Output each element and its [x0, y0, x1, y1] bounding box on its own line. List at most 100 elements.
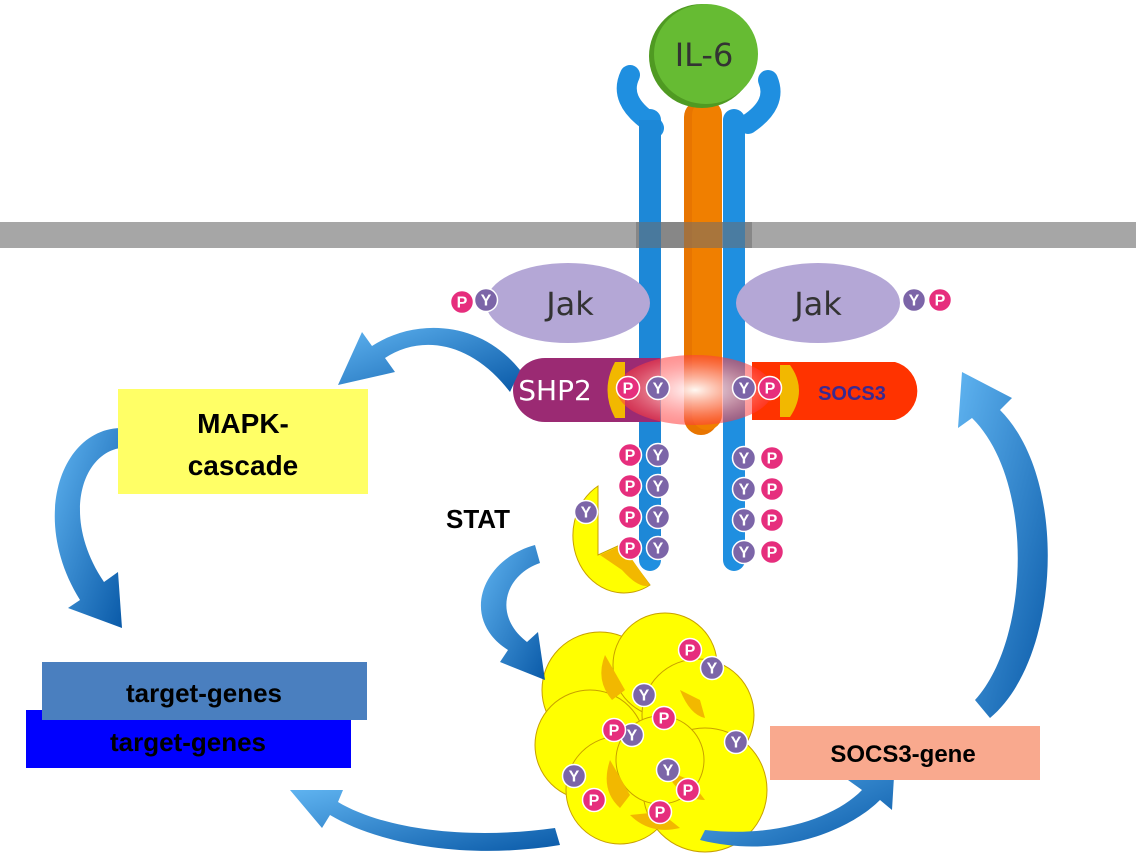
tyrosine-symbol: Y	[653, 479, 664, 496]
cell-membrane	[0, 222, 1136, 248]
tyrosine-symbol: Y	[653, 541, 664, 558]
phosphate-badge: P	[759, 507, 785, 533]
tyrosine-badge: Y	[645, 375, 671, 401]
tyrosine-symbol: Y	[739, 482, 750, 499]
tyrosine-symbol: Y	[739, 451, 750, 468]
tyrosine-symbol: Y	[581, 505, 592, 522]
tyrosine-symbol: Y	[663, 763, 674, 780]
tyrosine-symbol: Y	[739, 545, 750, 562]
tyrosine-badge: Y	[699, 655, 725, 681]
socs3-gene-box: SOCS3-gene	[770, 726, 1040, 780]
phosphate-badge: P	[617, 504, 643, 530]
arrow-stat-to-cluster	[480, 545, 545, 680]
phosphate-badge: P	[759, 476, 785, 502]
tyrosine-symbol: Y	[639, 688, 650, 705]
jak-right: Jak	[736, 263, 900, 343]
activation-glow	[617, 355, 773, 425]
phosphate-badge: P	[601, 717, 627, 743]
tyrosine-badge: Y	[473, 287, 499, 313]
phosphate-badge: P	[759, 539, 785, 565]
tyrosine-badge: Y	[645, 473, 671, 499]
arrow-socs3gene-to-socs3	[958, 372, 1048, 718]
stat-label: STAT	[446, 504, 510, 534]
tyrosine-badge: Y	[631, 682, 657, 708]
phosphate-symbol: P	[625, 510, 636, 527]
target-genes-upper-label: target-genes	[126, 678, 282, 708]
tyrosine-badge: Y	[731, 507, 757, 533]
il6-label: IL-6	[675, 36, 734, 74]
tyrosine-symbol: Y	[653, 448, 664, 465]
phosphate-symbol: P	[623, 381, 634, 398]
tyrosine-symbol: Y	[627, 728, 638, 745]
phosphate-badge: P	[449, 289, 475, 315]
mapk-label-line2: cascade	[188, 450, 299, 481]
phosphate-symbol: P	[589, 793, 600, 810]
tyrosine-badge: Y	[731, 445, 757, 471]
phosphate-badge: P	[651, 705, 677, 731]
shp2-protein: SHP2	[513, 358, 660, 422]
socs3-label: SOCS3	[818, 383, 886, 405]
phosphate-symbol: P	[767, 482, 778, 499]
target-genes-upper-box: target-genes	[42, 662, 367, 720]
tyrosine-symbol: Y	[569, 769, 580, 786]
il6-receptor	[684, 100, 722, 435]
mapk-label-line1: MAPK-	[197, 408, 289, 439]
tyrosine-badge: Y	[645, 535, 671, 561]
arrow-mapk-to-target	[54, 428, 122, 628]
phosphate-symbol: P	[683, 783, 694, 800]
tyrosine-badge: Y	[655, 757, 681, 783]
tyrosine-badge: Y	[901, 287, 927, 313]
phosphate-badge: P	[581, 787, 607, 813]
shp2-label: SHP2	[518, 374, 592, 407]
jak-left: Jak	[486, 263, 650, 343]
phosphate-symbol: P	[625, 541, 636, 558]
tyrosine-badge: Y	[723, 729, 749, 755]
phosphate-symbol: P	[659, 711, 670, 728]
tyrosine-badge: Y	[573, 499, 599, 525]
phosphate-symbol: P	[609, 723, 620, 740]
phosphate-badge: P	[675, 777, 701, 803]
tyrosine-symbol: Y	[653, 381, 664, 398]
il6-ligand: IL-6	[649, 4, 758, 108]
tyrosine-symbol: Y	[739, 513, 750, 530]
tyrosine-symbol: Y	[909, 293, 920, 310]
tyrosine-symbol: Y	[731, 735, 742, 752]
tyrosine-symbol: Y	[653, 510, 664, 527]
tyrosine-badge: Y	[645, 442, 671, 468]
phosphate-badge: P	[617, 442, 643, 468]
tyrosine-symbol: Y	[739, 381, 750, 398]
arrow-cluster-to-target	[290, 790, 560, 851]
jak-left-label: Jak	[544, 285, 594, 323]
tyrosine-badge: Y	[731, 476, 757, 502]
phosphate-symbol: P	[767, 513, 778, 530]
phosphate-badge: P	[927, 287, 953, 313]
jak-right-label: Jak	[792, 285, 842, 323]
tyrosine-badge: Y	[731, 375, 757, 401]
tyrosine-badge: Y	[561, 763, 587, 789]
mapk-cascade-box: MAPK- cascade	[118, 389, 368, 494]
tyrosine-badge: Y	[731, 539, 757, 565]
phosphate-badge: P	[759, 445, 785, 471]
phosphate-symbol: P	[767, 451, 778, 468]
phosphate-badge: P	[757, 375, 783, 401]
phosphate-badge: P	[617, 535, 643, 561]
tyrosine-badge: Y	[645, 504, 671, 530]
phosphate-symbol: P	[767, 545, 778, 562]
phosphate-symbol: P	[765, 381, 776, 398]
phosphate-badge: P	[617, 473, 643, 499]
socs3-gene-label: SOCS3-gene	[830, 741, 975, 768]
phosphate-badge: P	[677, 637, 703, 663]
phosphate-symbol: P	[935, 293, 946, 310]
phosphate-badge: P	[615, 375, 641, 401]
tyrosine-symbol: Y	[707, 661, 718, 678]
socs3-protein: SOCS3	[752, 362, 918, 420]
phosphate-symbol: P	[685, 643, 696, 660]
phosphate-badge: P	[647, 799, 673, 825]
membrane-overlay	[636, 222, 752, 248]
phosphate-symbol: P	[457, 295, 468, 312]
phosphate-symbol: P	[625, 448, 636, 465]
arrow-shp2-to-mapk	[338, 327, 520, 392]
phosphate-symbol: P	[625, 479, 636, 496]
